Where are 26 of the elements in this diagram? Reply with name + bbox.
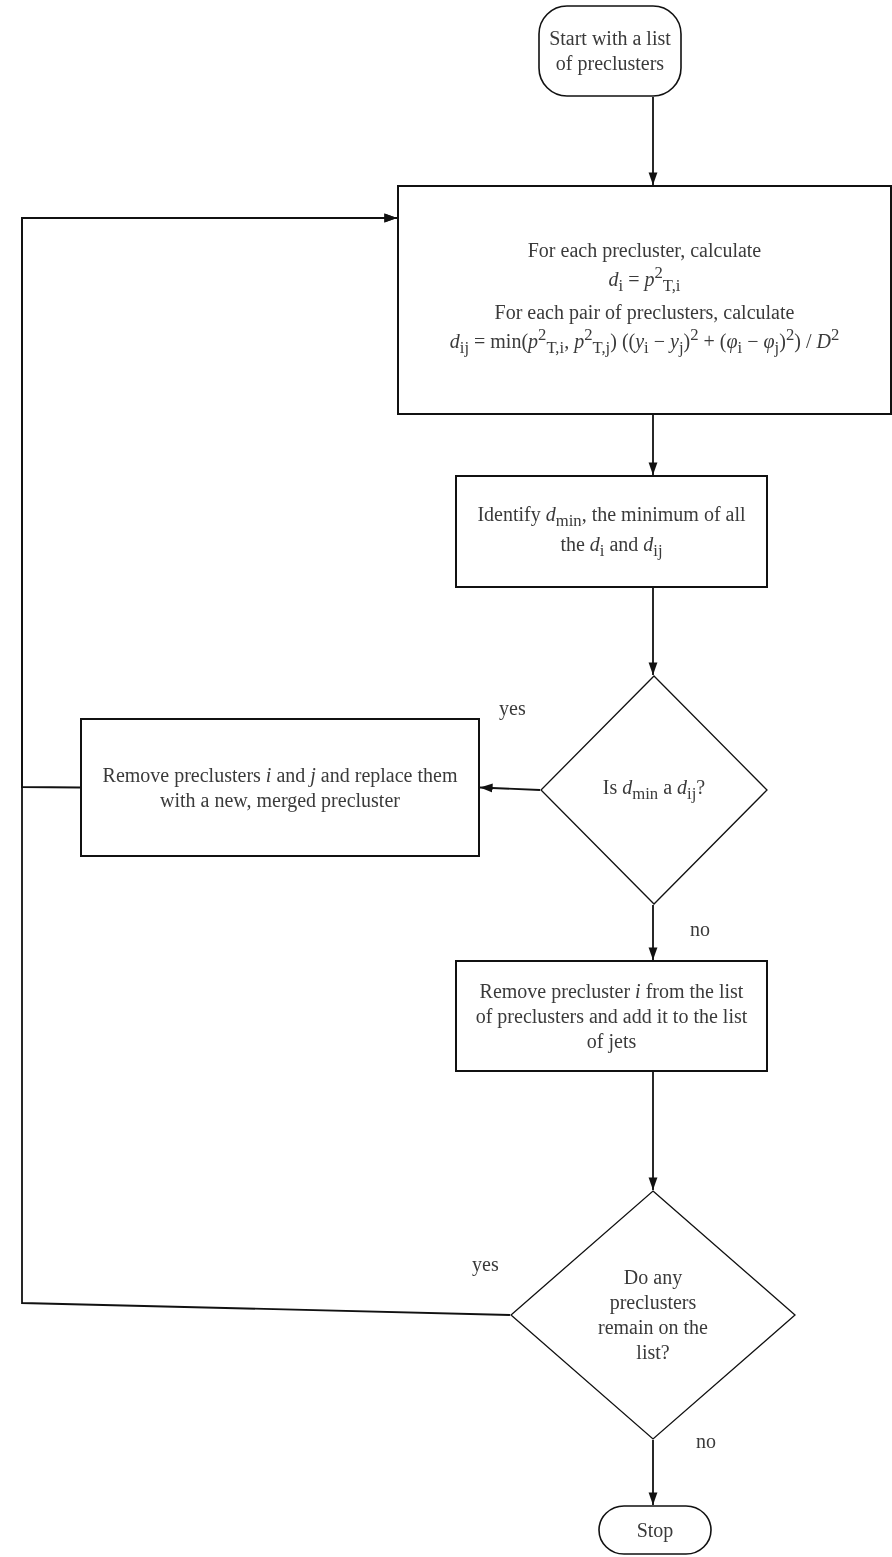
node-text: For each pair of preclusters, calculate xyxy=(494,300,795,325)
decision-diamond xyxy=(540,675,768,905)
arrow xyxy=(648,1439,658,1506)
node-text: Remove preclusters i and j and replace them with a new, merged precluster xyxy=(101,762,459,813)
process-box xyxy=(397,185,892,415)
arrow xyxy=(648,96,658,186)
terminal-box xyxy=(598,1505,712,1555)
arrow xyxy=(479,783,541,793)
node-text: Do any preclusters remain on the list? xyxy=(597,1265,709,1365)
node-text: Remove precluster i from the list of preclusters and add it to the list of jets xyxy=(474,978,749,1054)
arrow xyxy=(648,1071,658,1191)
process-box xyxy=(455,960,768,1072)
node-text: Start with a list of preclusters xyxy=(548,26,672,76)
node-text: Identify d$_{min}$, the minimum of all the d$_{i}$ and d$_{ij}$ xyxy=(476,501,747,562)
node-text: For each precluster, calculate xyxy=(527,237,762,263)
node-text: d$_{ij}$ = min(p$^{2}$$_{T,i}$, p$^{2}$$_{T,j}$) ((y$_{i}$ − y$_{j}$)$^{2}$ + (φ$_{i}$ − φ$_{j}$)$^{2}$) / D$^{2}$ xyxy=(449,325,840,359)
terminal-box xyxy=(538,5,682,97)
node-text: Is d$_{min}$ a d$_{ij}$? xyxy=(602,775,706,805)
decision-diamond xyxy=(510,1190,796,1440)
node-text: Stop xyxy=(636,1517,674,1543)
arrow xyxy=(21,213,511,1316)
process-box xyxy=(80,718,480,857)
arrow xyxy=(648,414,658,476)
process-box xyxy=(455,475,768,588)
arrow xyxy=(648,904,658,961)
arrow xyxy=(648,587,658,676)
